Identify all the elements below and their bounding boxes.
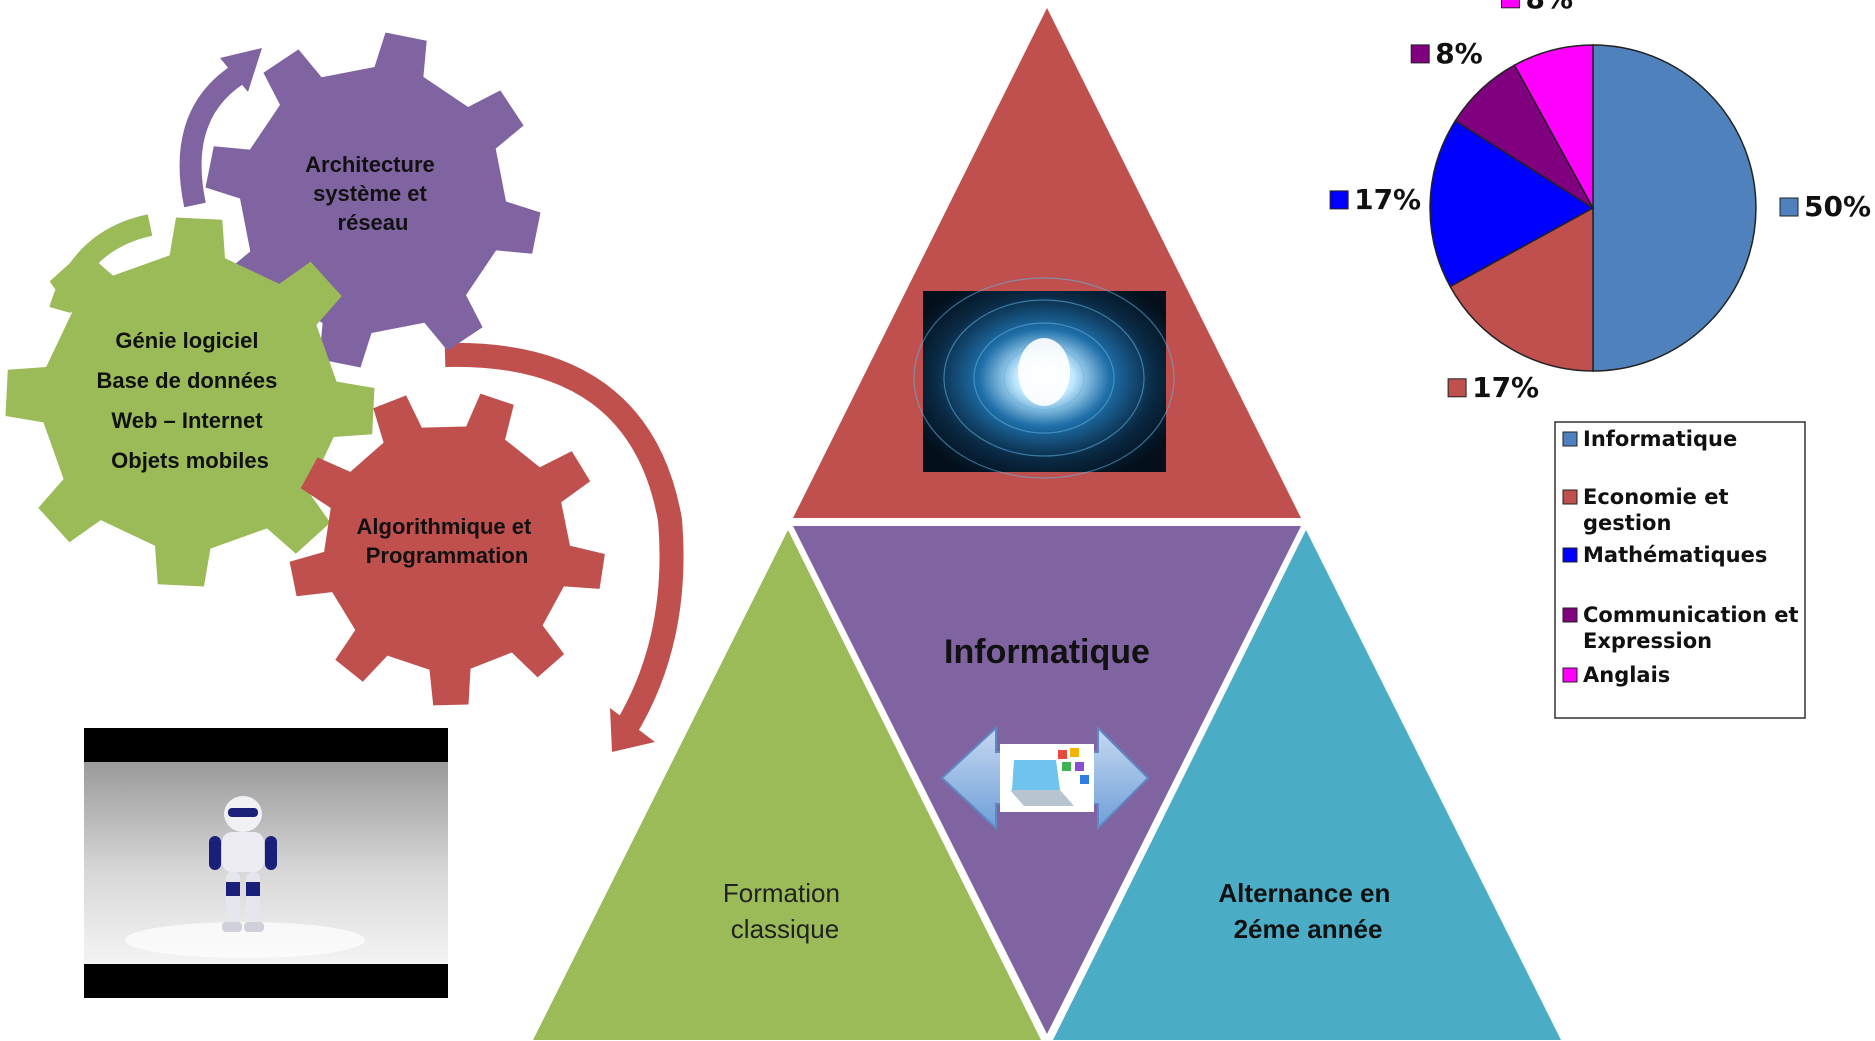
legend-text-4: Anglais bbox=[1583, 663, 1670, 687]
gear-genie-shape bbox=[5, 217, 375, 587]
center-title: Informatique bbox=[944, 633, 1150, 671]
pie-label-swatch-2 bbox=[1329, 190, 1349, 210]
pie-label-text-0: 50% bbox=[1804, 190, 1871, 223]
legend-swatch-1 bbox=[1562, 489, 1578, 505]
pie-label-text-1: 17% bbox=[1472, 371, 1539, 404]
legend-text-2: Mathématiques bbox=[1583, 543, 1767, 567]
triangle-top bbox=[793, 8, 1301, 518]
pie-label-4: 8% bbox=[1501, 0, 1574, 15]
pie-label-swatch-0 bbox=[1779, 197, 1799, 217]
left-label: Formation classique bbox=[723, 878, 847, 944]
cycle-arrow-red bbox=[444, 342, 684, 737]
pie-label-1: 17% bbox=[1447, 371, 1539, 404]
legend-text-0: Informatique bbox=[1583, 427, 1737, 451]
legend-swatch-4 bbox=[1562, 667, 1578, 683]
pie-label-swatch-4 bbox=[1501, 0, 1520, 9]
right-label: Alternance en 2éme année bbox=[1218, 878, 1397, 944]
pie-slice-4 bbox=[1513, 44, 1594, 209]
pie-label-0: 50% bbox=[1779, 190, 1871, 223]
cycle-arrowhead-purple bbox=[220, 48, 262, 92]
pie-label-text-4: 8% bbox=[1526, 0, 1574, 15]
pie-label-text-3: 8% bbox=[1435, 37, 1483, 70]
robot-photo bbox=[84, 728, 448, 998]
gear-algorithmique bbox=[289, 393, 605, 706]
legend-swatch-0 bbox=[1562, 431, 1578, 447]
binary-tunnel-image bbox=[913, 277, 1175, 479]
gear-architecture-label: Architecture système et réseau bbox=[305, 152, 441, 235]
gear-algo-label: Algorithmique et Programmation bbox=[357, 514, 538, 568]
legend-item-4: Anglais bbox=[1562, 663, 1670, 687]
triangle-left bbox=[533, 530, 1041, 1040]
pie-value-labels: 50% 17% 17% 8% 8% bbox=[1329, 0, 1871, 404]
gear-genie-logiciel bbox=[5, 217, 375, 587]
legend-swatch-3 bbox=[1562, 607, 1578, 623]
pie-chart bbox=[1429, 44, 1757, 372]
gear-cycle: Architecture système et réseau Génie log… bbox=[5, 32, 684, 752]
gear-algo-shape bbox=[289, 393, 605, 706]
legend-swatch-2 bbox=[1562, 547, 1578, 563]
gear-genie-label: Génie logiciel Base de données Web – Int… bbox=[96, 328, 283, 473]
triangle-right bbox=[1053, 530, 1561, 1040]
triangle-diagram: Informatique Formation classique Alterna… bbox=[533, 8, 1561, 1040]
legend-box bbox=[1554, 421, 1806, 719]
robot-icon bbox=[209, 796, 277, 932]
legend-item-0: Informatique bbox=[1562, 427, 1737, 451]
pie-slice-0 bbox=[1592, 44, 1757, 372]
pie-label-2: 17% bbox=[1329, 183, 1421, 216]
cycle-arrowhead-red bbox=[610, 708, 655, 752]
pie-label-text-2: 17% bbox=[1354, 183, 1421, 216]
pie-slice-2 bbox=[1429, 119, 1595, 288]
pie-label-3: 8% bbox=[1410, 37, 1483, 70]
pie-label-swatch-1 bbox=[1447, 378, 1467, 398]
cycle-arrow-purple bbox=[179, 60, 251, 208]
pie-label-swatch-3 bbox=[1410, 44, 1430, 64]
legend-item-2: Mathématiques bbox=[1562, 543, 1767, 567]
pie-slice-1 bbox=[1449, 206, 1594, 372]
double-arrow-icon bbox=[940, 725, 1150, 831]
